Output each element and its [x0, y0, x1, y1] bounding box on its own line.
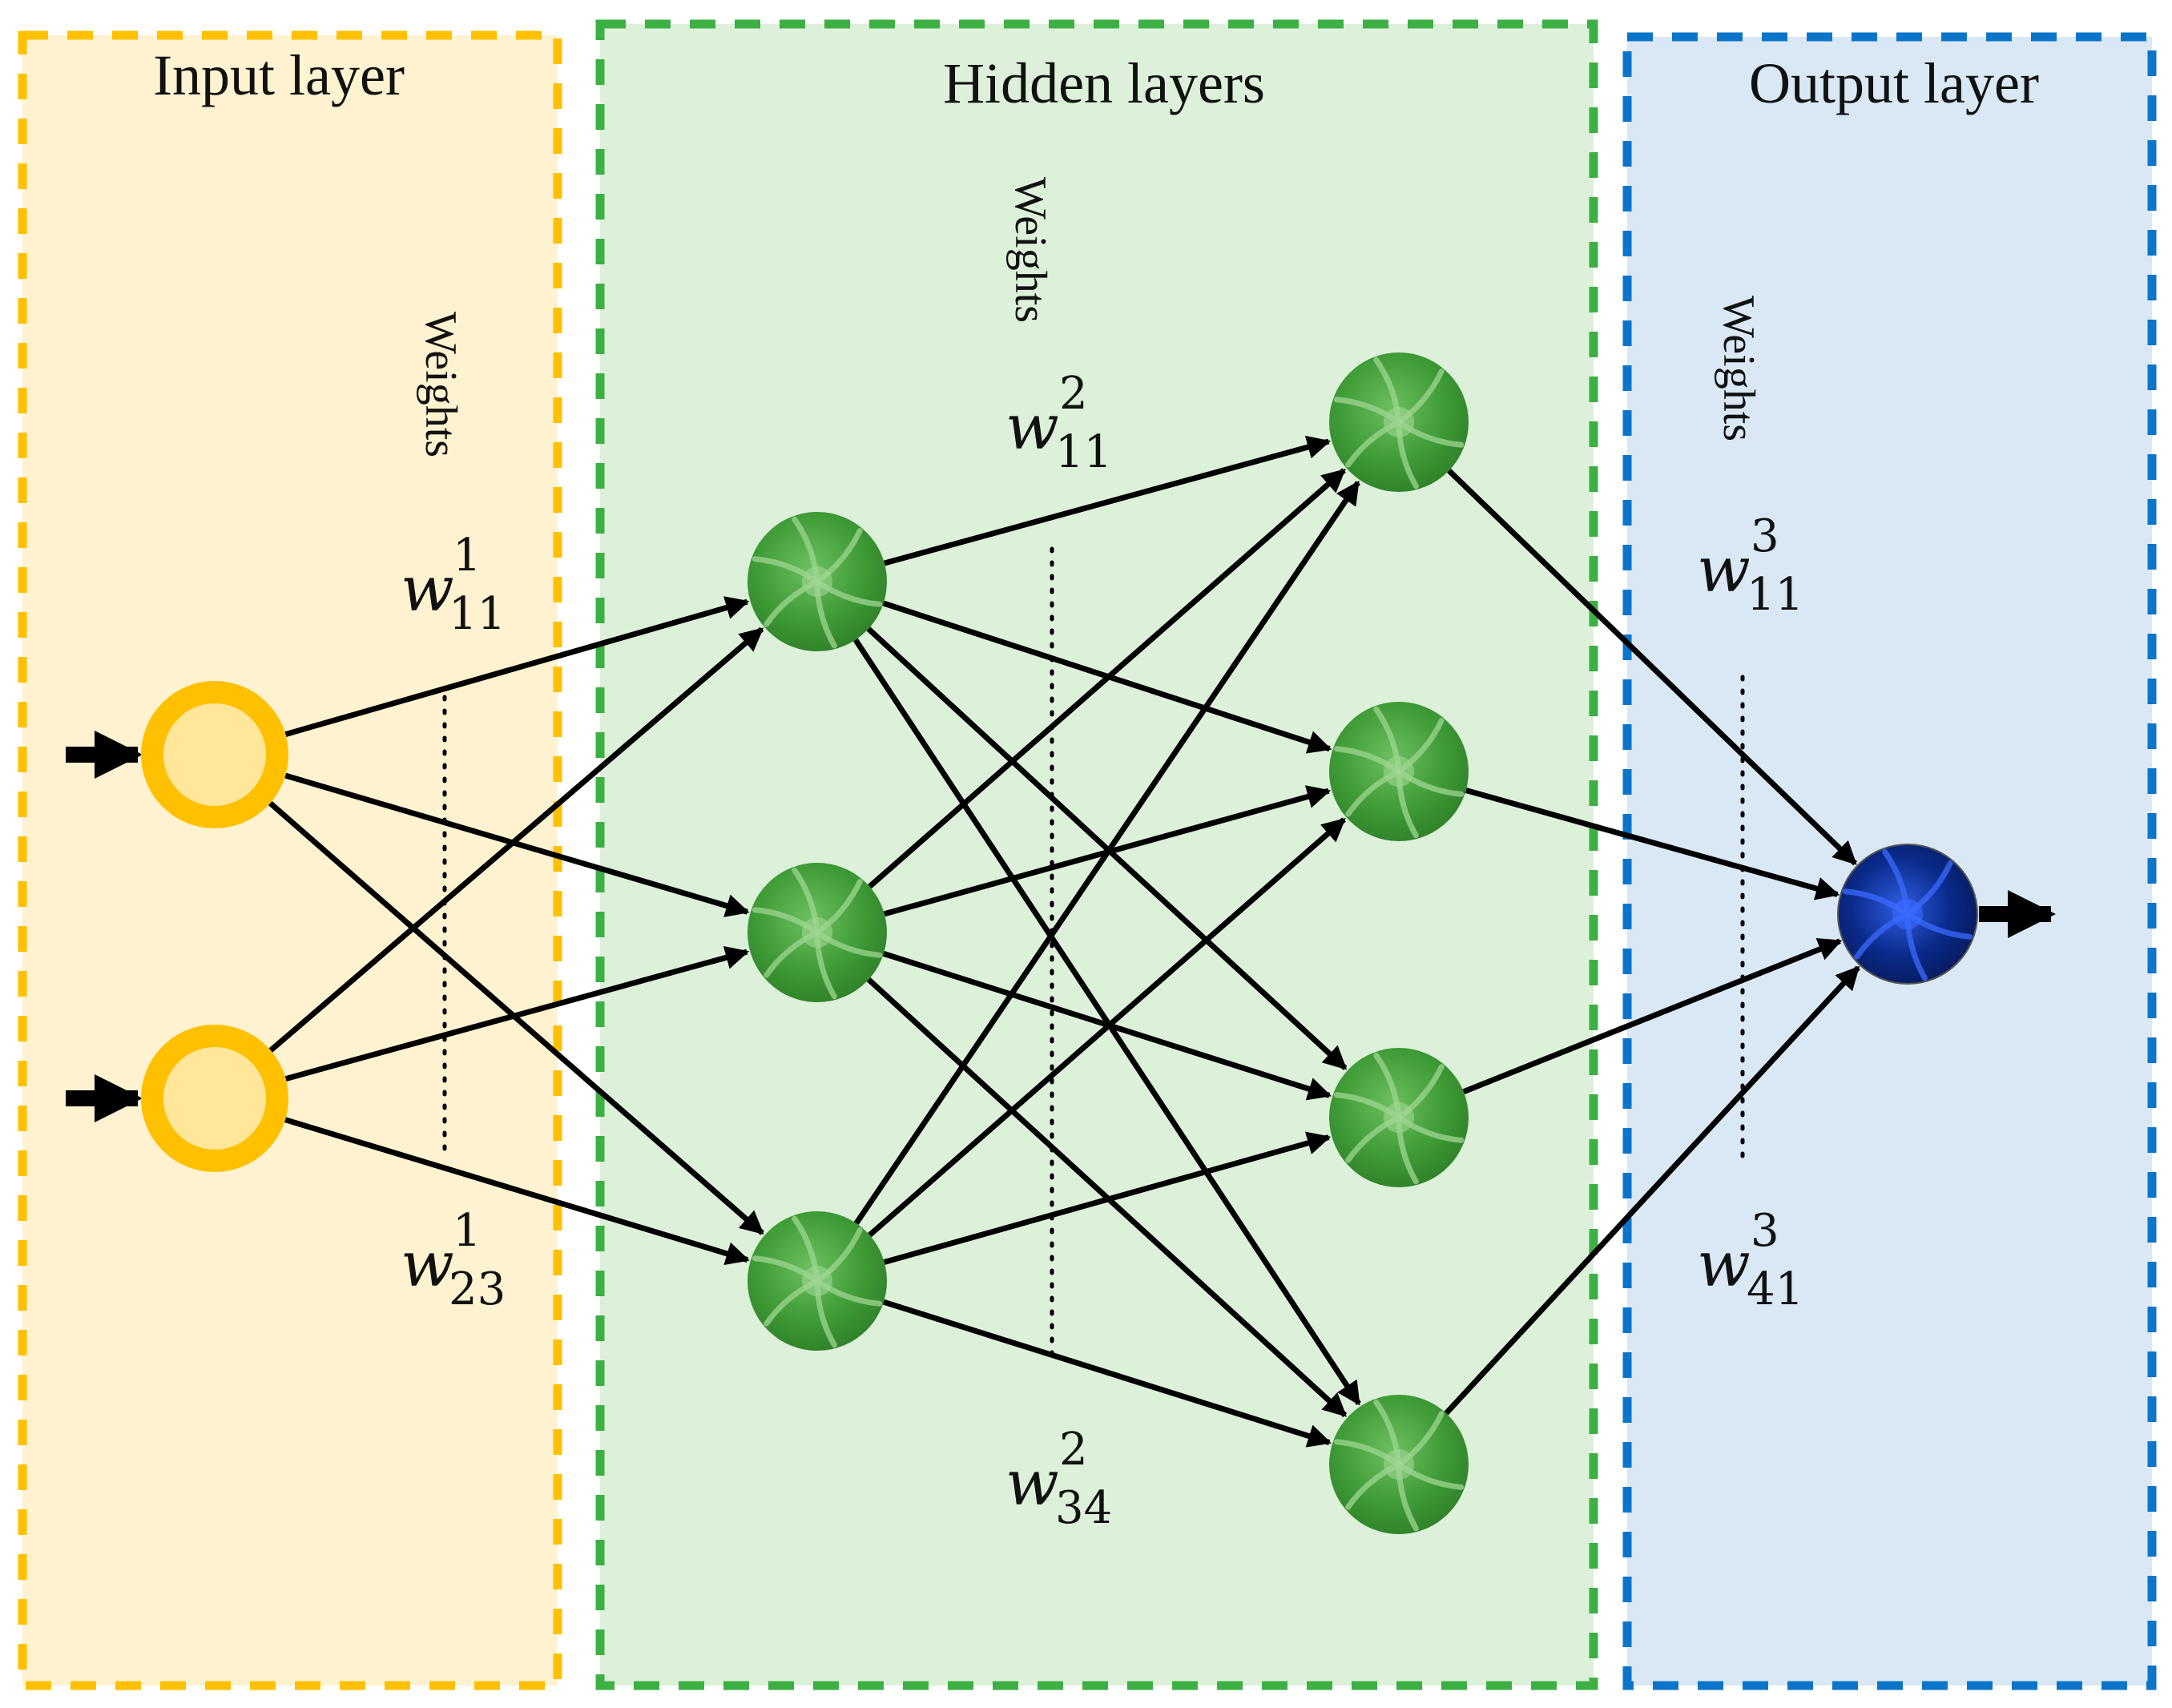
- edge-l0-n0-to-l1-n0: [284, 596, 750, 737]
- hidden-1-node-1: [748, 512, 887, 651]
- input-node-1: [141, 681, 288, 828]
- svg-text:11: 11: [1747, 569, 1803, 621]
- svg-text:11: 11: [1055, 426, 1112, 478]
- output-node-1: [1837, 844, 1978, 985]
- soma: [1892, 898, 1924, 930]
- edge-l1-n0-to-l2-n0: [883, 435, 1332, 566]
- svg-text:23: 23: [449, 1263, 506, 1315]
- edge-l1-n1-to-l2-n0: [868, 468, 1346, 889]
- edge-l1-n2-to-l2-n3: [882, 1299, 1332, 1448]
- hidden-layers-title: Hidden layers: [943, 51, 1265, 115]
- svg-text:2: 2: [1059, 1424, 1088, 1476]
- input-layer-panel: Input layer Weights: [18, 30, 562, 1690]
- hidden-2-node-2: [1329, 702, 1469, 841]
- output-weights-label: Weights: [1714, 296, 1763, 441]
- input-neuron-ring: [141, 1025, 288, 1172]
- svg-text:w: w: [1005, 1448, 1059, 1520]
- hidden-2-node-3: [1329, 1048, 1469, 1187]
- weight-label-w2-11: w 2 11: [1005, 368, 1112, 478]
- svg-text:2: 2: [1059, 368, 1088, 420]
- edge-l2-n1-to-l3-n0: [1465, 788, 1840, 900]
- weight-label-w3-41: w 3 41: [1697, 1205, 1803, 1315]
- svg-text:w: w: [1697, 534, 1751, 606]
- input-layer-box: [18, 30, 562, 1690]
- svg-text:3: 3: [1751, 510, 1779, 562]
- soma: [1383, 1102, 1415, 1134]
- hidden-2-node-4: [1329, 1395, 1469, 1534]
- hidden-weights-label: Weights: [1005, 177, 1055, 323]
- svg-text:41: 41: [1747, 1263, 1803, 1315]
- weight-label-w2-34: w 2 34: [1005, 1424, 1112, 1534]
- svg-text:1: 1: [453, 1205, 482, 1257]
- weight-label-w1-23: w 1 23: [401, 1205, 506, 1315]
- weight-label-w1-11: w 1 11: [401, 530, 506, 640]
- soma: [1383, 406, 1415, 438]
- input-layer-title: Input layer: [153, 43, 405, 107]
- svg-text:w: w: [1005, 392, 1059, 464]
- soma: [801, 1265, 833, 1297]
- svg-text:11: 11: [449, 588, 506, 640]
- input-node-2: [141, 1025, 288, 1172]
- edge-l2-n3-to-l3-n0: [1444, 965, 1860, 1416]
- svg-text:w: w: [401, 554, 454, 626]
- output-layer-title: Output layer: [1749, 51, 2039, 115]
- edge-l2-n0-to-l3-n0: [1447, 468, 1858, 866]
- edge-l1-n0-to-l2-n3: [852, 638, 1361, 1406]
- soma: [801, 916, 833, 949]
- hidden-1-node-3: [748, 1211, 887, 1351]
- svg-text:34: 34: [1055, 1482, 1112, 1534]
- svg-text:w: w: [1697, 1229, 1751, 1301]
- hidden-1-node-2: [748, 863, 887, 1002]
- svg-text:w: w: [401, 1229, 454, 1301]
- soma: [1383, 755, 1415, 788]
- svg-text:1: 1: [453, 530, 482, 582]
- edge-l0-n1-to-l1-n2: [284, 1117, 750, 1265]
- nodes: [141, 352, 1978, 1534]
- input-weights-label: Weights: [416, 312, 465, 457]
- edge-l2-n2-to-l3-n0: [1462, 937, 1843, 1094]
- edge-l0-n0-to-l1-n1: [284, 772, 750, 917]
- soma: [801, 566, 833, 598]
- edge-l1-n2-to-l2-n0: [853, 480, 1360, 1225]
- edge-l1-n2-to-l2-n1: [868, 817, 1346, 1238]
- weight-label-w3-11: w 3 11: [1697, 510, 1803, 621]
- connections: [66, 435, 2056, 1448]
- edge-l1-n2-to-l2-n2: [883, 1131, 1332, 1265]
- svg-text:3: 3: [1751, 1205, 1779, 1257]
- edge-l0-n1-to-l1-n0: [268, 626, 764, 1053]
- edge-l0-n1-to-l1-n1: [284, 946, 750, 1082]
- hidden-2-node-1: [1329, 352, 1469, 492]
- soma: [1383, 1448, 1415, 1480]
- input-neuron-ring: [141, 681, 288, 828]
